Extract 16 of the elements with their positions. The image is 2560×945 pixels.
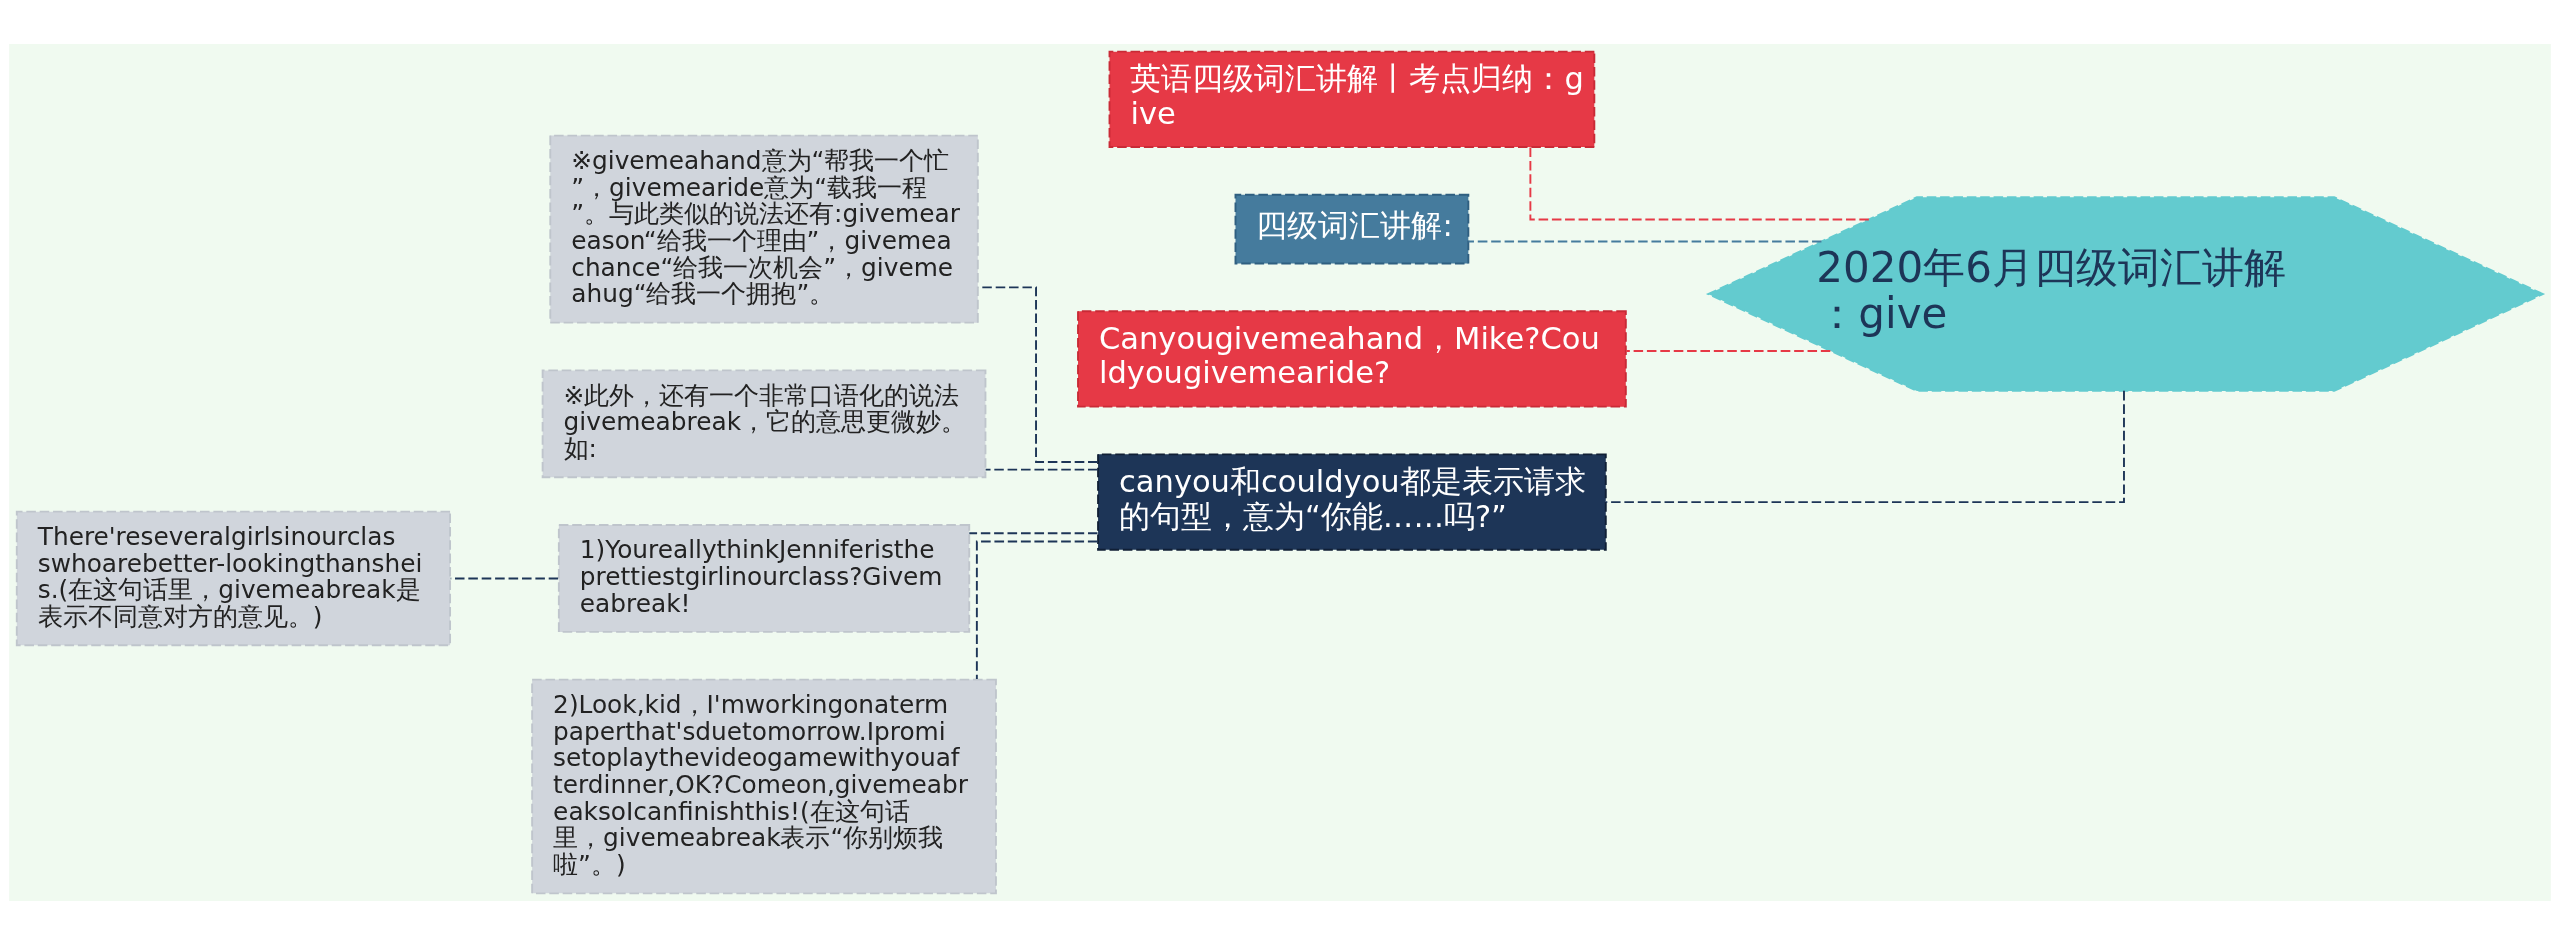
node-box: 英语四级词汇讲解丨考点归纳：give <box>1108 50 1596 149</box>
node-box: Canyougivemeahand，Mike?Couldyougivemearide? <box>1077 310 1627 408</box>
node-box: canyou和couldyou都是表示请求的句型，意为“你能……吗?” <box>1097 453 1607 551</box>
connector <box>1625 350 1832 352</box>
node-box: There'reseveralgirlsinourclasswhoarebetter-lookingthansheis.(在这句话里，givemeabreak是表示不同意对方的意见。) <box>15 510 452 647</box>
connector <box>968 532 1099 535</box>
connector <box>975 540 1099 680</box>
node-box: ※givemeahand意为“帮我一个忙”，givemearide意为“载我一程”。与此类似的说法还有:givemeareason“给我一个理由”，givemeachance“给我一次机会”，givemeahug“给我一个拥抱”。 <box>549 134 979 324</box>
connector <box>1529 146 1870 221</box>
connector <box>1604 389 2125 504</box>
connector <box>984 468 1099 471</box>
node-box: 1)YoureallythinkJenniferistheprettiestgirlinourclass?Givemeabreak! <box>557 524 971 633</box>
node-box: 2)Look,kid，I'mworkingonatermpaperthat'sduetomorrow.Ipromisetoplaythevideogamewithyouafterdinner,OK?Comeon,givemeabreaksoIcanfinishthis!(在这句话里，givemeabreak表示“你别烦我啦”。) <box>531 678 997 895</box>
node-box: 四级词汇讲解: <box>1234 193 1470 265</box>
connector <box>1467 240 1823 243</box>
node-box: ※此外，还有一个非常口语化的说法givemeabreak，它的意思更微妙。如: <box>541 369 987 479</box>
